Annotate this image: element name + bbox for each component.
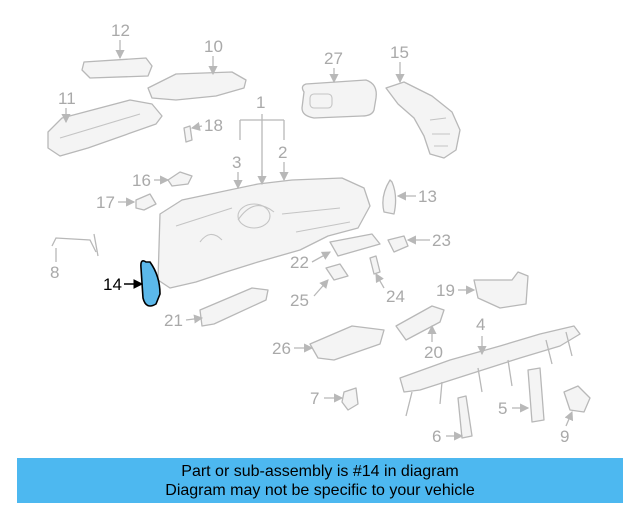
svg-text:24: 24 <box>386 287 405 306</box>
part-16-shape <box>167 171 193 187</box>
callout-22[interactable]: 22 <box>290 251 331 272</box>
callout-1[interactable]: 1 <box>239 93 285 186</box>
callout-15[interactable]: 15 <box>390 43 409 84</box>
svg-text:14: 14 <box>103 275 122 294</box>
svg-text:15: 15 <box>390 43 409 62</box>
svg-text:26: 26 <box>272 339 291 358</box>
callout-18[interactable]: 18 <box>190 116 223 135</box>
callout-3[interactable]: 3 <box>232 153 243 190</box>
callout-6[interactable]: 6 <box>432 427 464 446</box>
svg-text:21: 21 <box>164 311 183 330</box>
part-22-shape <box>329 233 381 257</box>
svg-text:1: 1 <box>256 93 265 112</box>
svg-text:25: 25 <box>290 291 309 310</box>
part-19-shape <box>473 271 529 309</box>
part-14-shape[interactable] <box>140 260 161 307</box>
callout-5[interactable]: 5 <box>498 399 530 418</box>
part-27-shape <box>301 79 377 119</box>
callout-13[interactable]: 13 <box>396 187 437 206</box>
part-26-shape <box>309 325 385 361</box>
svg-text:8: 8 <box>50 263 59 282</box>
svg-text:4: 4 <box>476 315 485 334</box>
callout-14[interactable]: 14 <box>103 275 144 294</box>
callout-23[interactable]: 23 <box>406 231 451 250</box>
svg-text:6: 6 <box>432 427 441 446</box>
svg-text:19: 19 <box>436 281 455 300</box>
callout-4[interactable]: 4 <box>476 315 487 356</box>
callout-19[interactable]: 19 <box>436 281 476 300</box>
part-5-shape <box>527 367 545 423</box>
svg-text:18: 18 <box>204 116 223 135</box>
banner-line-disclaimer: Diagram may not be specific to your vehi… <box>165 481 475 499</box>
callout-12[interactable]: 12 <box>111 21 130 60</box>
banner-line-part: Part or sub-assembly is #14 in diagram <box>181 462 459 480</box>
svg-text:2: 2 <box>278 143 287 162</box>
callout-16[interactable]: 16 <box>132 171 170 190</box>
svg-text:11: 11 <box>58 89 76 108</box>
svg-text:27: 27 <box>324 49 343 68</box>
callout-27[interactable]: 27 <box>324 49 343 84</box>
callout-11[interactable]: 11 <box>58 89 76 124</box>
callout-7[interactable]: 7 <box>310 389 344 408</box>
part-17-shape <box>135 193 157 211</box>
part-25-shape <box>325 263 349 281</box>
part-20-shape <box>395 305 445 341</box>
svg-text:9: 9 <box>560 427 569 446</box>
svg-text:12: 12 <box>111 21 130 40</box>
part-7-shape <box>341 387 359 411</box>
callout-2[interactable]: 2 <box>278 143 289 182</box>
callout-24[interactable]: 24 <box>375 273 405 306</box>
svg-text:3: 3 <box>232 153 241 172</box>
callout-20[interactable]: 20 <box>424 324 443 362</box>
svg-text:5: 5 <box>498 399 507 418</box>
callout-21[interactable]: 21 <box>164 311 204 330</box>
part-10-shape <box>147 71 247 101</box>
svg-text:22: 22 <box>290 253 309 272</box>
svg-text:16: 16 <box>132 171 151 190</box>
part-6-shape <box>457 395 473 439</box>
part-8-shape <box>51 233 99 257</box>
part-dashboard-shape <box>157 177 371 289</box>
part-13-shape <box>382 179 397 215</box>
part-18-shape <box>183 125 193 143</box>
svg-text:23: 23 <box>432 231 451 250</box>
svg-text:10: 10 <box>204 37 223 56</box>
part-4-shape <box>399 325 581 393</box>
part-15-shape <box>385 81 461 159</box>
callout-8[interactable]: 8 <box>50 248 59 282</box>
svg-text:17: 17 <box>96 193 115 212</box>
svg-text:20: 20 <box>424 343 443 362</box>
diagram-notice-banner: Part or sub-assembly is #14 in diagram D… <box>17 458 623 503</box>
callout-25[interactable]: 25 <box>290 279 329 310</box>
part-24-shape <box>369 255 381 275</box>
part-11-shape <box>47 99 163 157</box>
svg-text:13: 13 <box>418 187 437 206</box>
callout-10[interactable]: 10 <box>204 37 223 76</box>
part-23-shape <box>387 235 409 253</box>
part-9-shape <box>563 385 591 413</box>
callout-17[interactable]: 17 <box>96 193 136 212</box>
callout-26[interactable]: 26 <box>272 339 314 358</box>
parts-diagram: 12 10 27 15 11 18 1 3 2 16 17 <box>47 21 591 446</box>
part-12-shape <box>81 57 153 79</box>
callout-9[interactable]: 9 <box>560 410 574 446</box>
part-21-shape <box>199 287 269 327</box>
svg-text:7: 7 <box>310 389 319 408</box>
